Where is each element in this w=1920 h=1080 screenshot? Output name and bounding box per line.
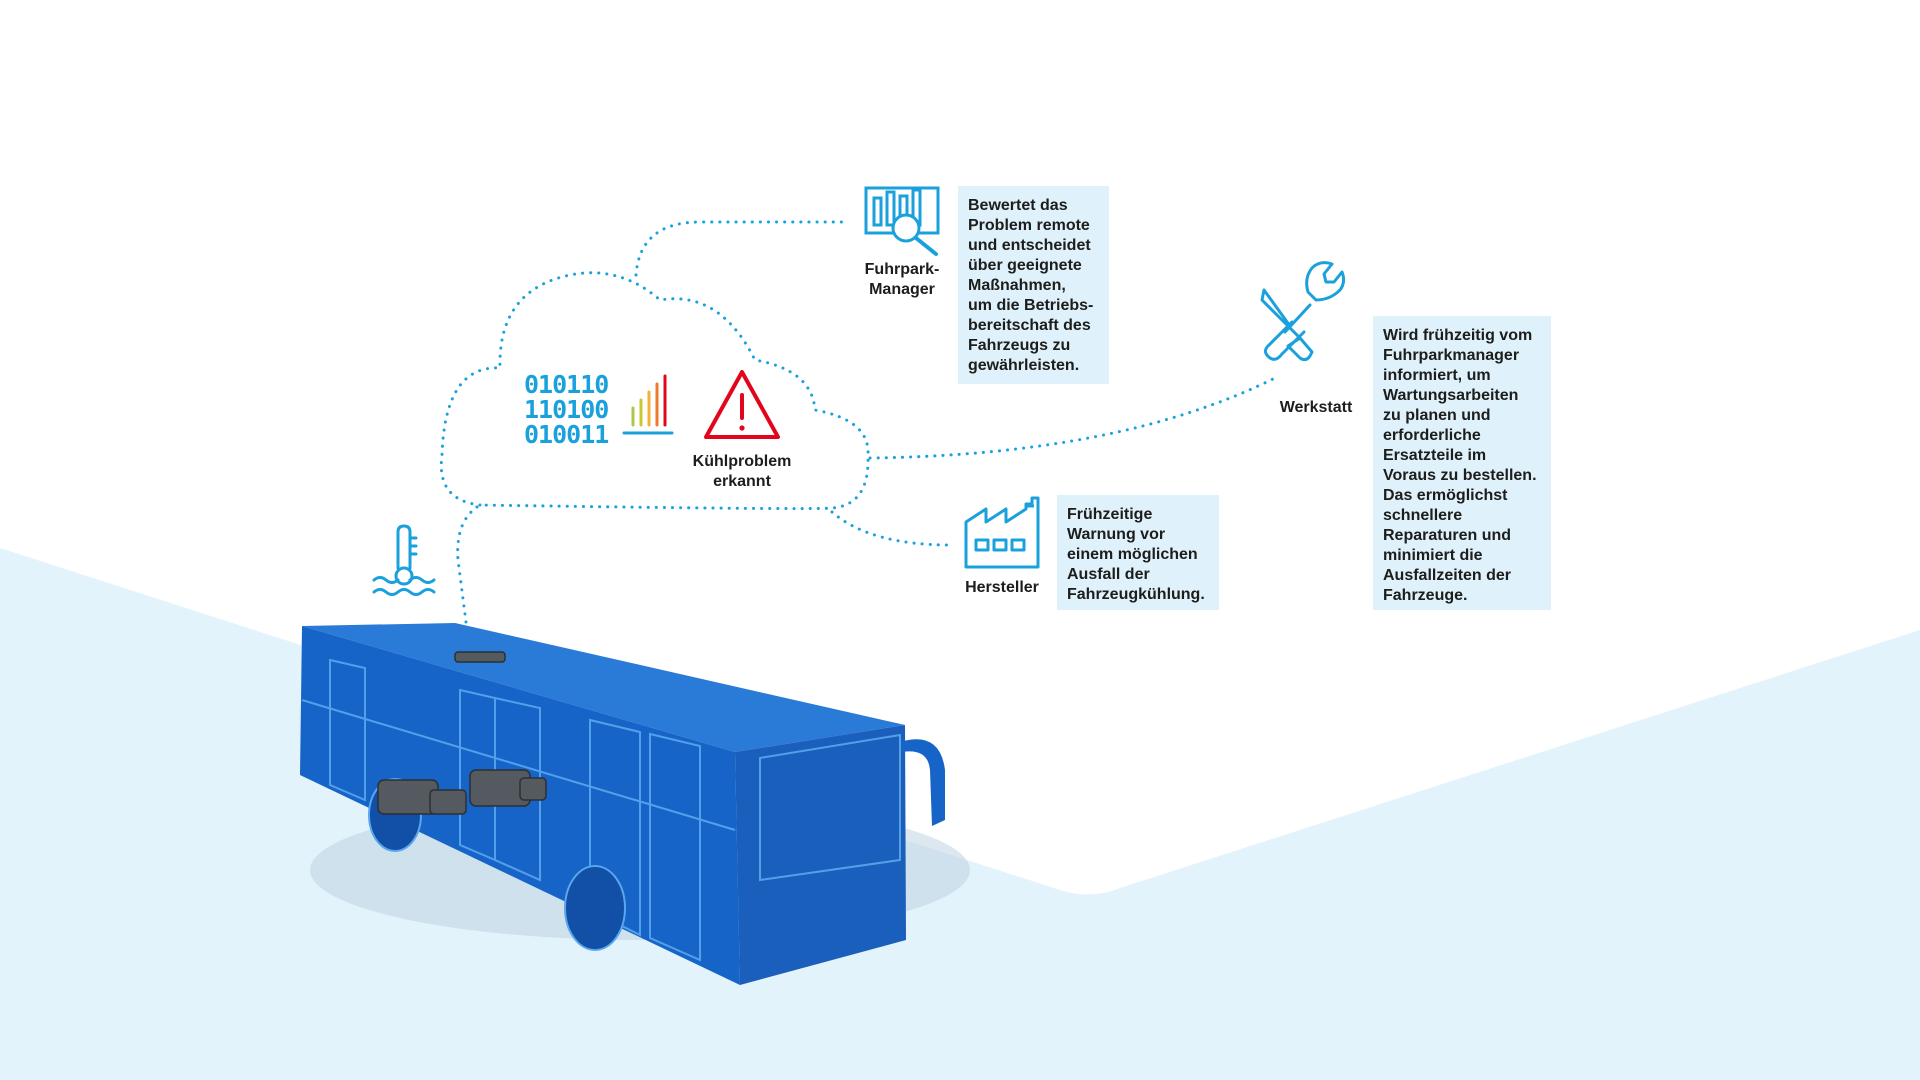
- alert-label: Kühlproblem erkannt: [692, 453, 792, 490]
- manufacturer-description: Frühzeitige Warnung vor einem möglichen …: [1057, 495, 1219, 610]
- binary-data-icon: 010110 110100 010011: [524, 370, 609, 449]
- fleet-manager-description: Bewertet das Problem remote und entschei…: [958, 186, 1109, 384]
- signal-bars-icon: [622, 374, 674, 435]
- connector-cloud-fleet-manager: [634, 220, 848, 277]
- coolant-temperature-icon: [372, 524, 436, 596]
- connector-cloud-workshop: [868, 376, 1277, 460]
- workshop-description: Wird frühzeitig vom Fuhrparkmanager info…: [1373, 316, 1551, 610]
- bus-illustration: [300, 623, 970, 985]
- warning-icon: [704, 370, 780, 439]
- cloud-outline: [439, 271, 870, 511]
- connector-bus-cloud: [456, 503, 482, 624]
- tools-icon: [1260, 261, 1346, 362]
- fleet-manager-label: Fuhrpark- Manager: [864, 261, 940, 298]
- chart-magnifier-icon: [864, 186, 940, 256]
- ground-background: [0, 548, 1920, 1080]
- workshop-label: Werkstatt: [1279, 399, 1353, 416]
- connector-cloud-manufacturer: [830, 510, 952, 547]
- manufacturer-label: Hersteller: [965, 579, 1039, 596]
- factory-icon: [964, 496, 1040, 569]
